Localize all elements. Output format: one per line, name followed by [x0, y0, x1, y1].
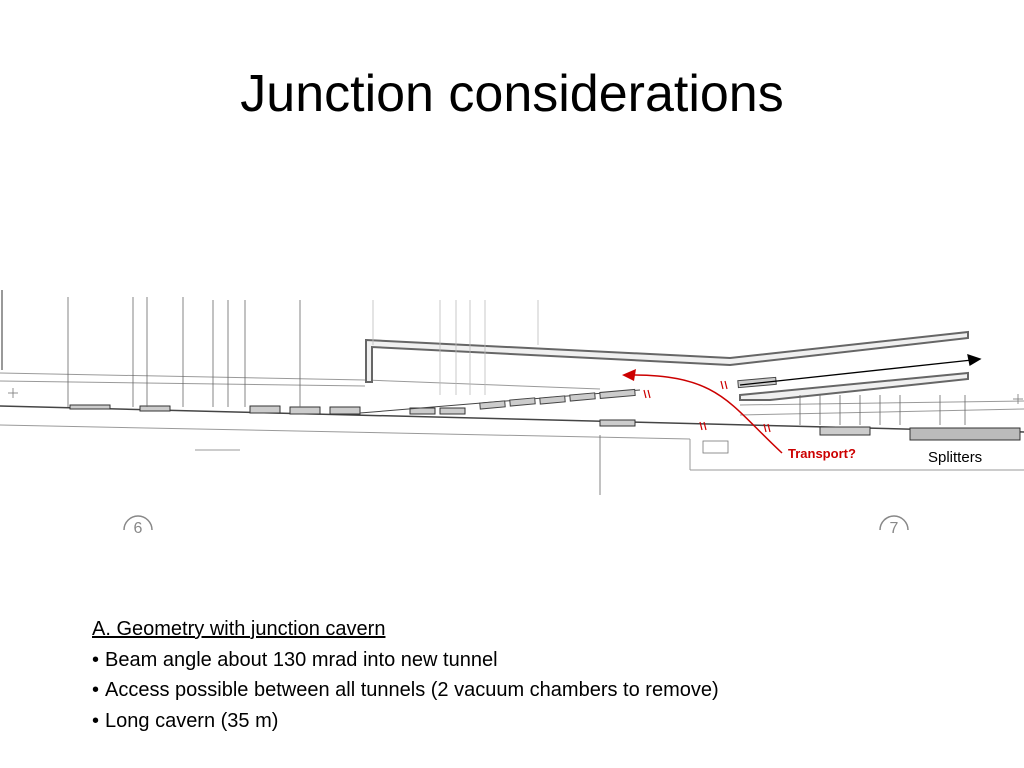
slide-title: Junction considerations — [240, 65, 784, 123]
point-marker-7 — [879, 515, 909, 531]
drawing-details — [8, 388, 1023, 454]
beam-direction-arrow — [739, 354, 982, 386]
bullet-item: Long cavern (35 m) — [92, 706, 719, 737]
notes-heading: A. Geometry with junction cavern — [92, 618, 386, 640]
transport-label: Transport? — [788, 446, 856, 461]
bullet-text: Beam angle about 130 mrad into new tunne… — [105, 648, 498, 671]
beamline — [0, 404, 1024, 441]
tunnel-junction-drawing: 6 7 — [0, 290, 1024, 535]
vacuum-chamber-markers — [643, 380, 771, 433]
splitters-label: Splitters — [928, 449, 983, 466]
branch-beamline — [359, 376, 777, 414]
faded-leaders — [372, 300, 539, 395]
bullet-item: Access possible between all tunnels (2 v… — [92, 675, 719, 706]
new-tunnel-outline — [365, 330, 969, 401]
bullet-text: Long cavern (35 m) — [105, 709, 279, 732]
main-tunnel-walls — [0, 372, 1024, 471]
notes-block: A. Geometry with junction cavern Beam an… — [92, 614, 719, 736]
point-label-7: 7 — [890, 520, 899, 535]
point-marker-6 — [123, 515, 153, 531]
bullet-item: Beam angle about 130 mrad into new tunne… — [92, 645, 719, 676]
bullet-text: Access possible between all tunnels (2 v… — [105, 679, 719, 701]
point-label-6: 6 — [134, 520, 143, 535]
transport-arrow — [622, 369, 783, 454]
element-leaders — [67, 297, 966, 495]
